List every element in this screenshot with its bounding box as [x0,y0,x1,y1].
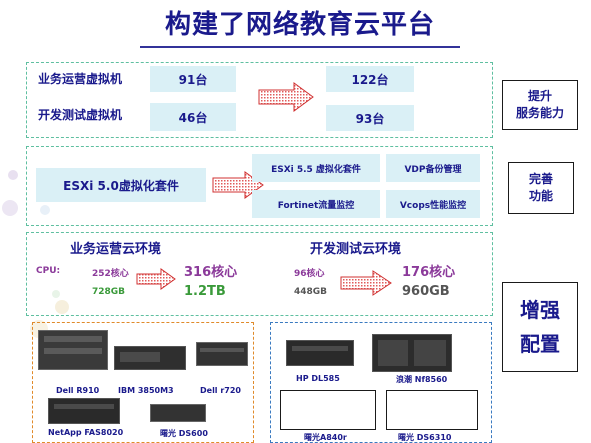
arrow-right-icon [340,270,392,296]
page-title: 构建了网络教育云平台 [164,10,435,40]
hardware-label: HP DL585 [296,374,340,383]
decor-dot [55,300,69,314]
biz-mem-after: 1.2TB [184,284,226,299]
func-target-pill: Fortinet流量监控 [252,190,380,218]
hardware-label: 曙光A840r [304,433,347,442]
server-image [54,404,114,409]
side-label-line: 功能 [528,189,553,203]
vm-row-label: 开发测试虚拟机 [38,108,123,122]
hardware-image-frame [386,390,478,430]
dev-mem-before: 448GB [294,287,328,297]
func-target-pill: VDP备份管理 [386,154,480,182]
title-underline [140,46,460,48]
server-image [196,342,248,366]
hardware-label: 浪潮 Nf8560 [396,375,448,384]
arrow-right-icon [258,82,314,112]
server-image [150,404,206,422]
arrow-right-icon [136,268,176,290]
decor-dot [8,170,18,180]
server-image [200,348,244,352]
side-label-box: 完善 功能 [508,162,574,214]
vm-row-label: 业务运营虚拟机 [38,72,123,86]
func-section-box [26,146,493,226]
biz-cpu-after: 316核心 [184,265,238,280]
cpu-label: CPU: [36,266,61,276]
title-area: 构建了网络教育云平台 [140,6,460,48]
server-image [286,340,354,366]
server-image [378,340,408,366]
server-image [44,348,102,354]
decor-dot [40,205,50,215]
esxi-source-pill: ESXi 5.0虚拟化套件 [36,168,206,202]
vm-row-after: 122台 [326,66,414,92]
decor-dot [2,200,18,216]
hardware-label: NetApp FAS8020 [48,428,124,437]
biz-mem-before: 728GB [92,287,126,297]
hardware-label: IBM 3850M3 [118,386,174,395]
side-label-line: 提升 [527,89,552,103]
dev-mem-after: 960GB [402,284,450,299]
dev-cpu-after: 176核心 [402,265,456,280]
side-label-box: 提升 服务能力 [502,80,578,130]
hardware-label: 曙光 DS6310 [398,433,452,442]
hardware-image-frame [280,390,376,430]
vm-row-before: 46台 [150,103,236,131]
server-image [292,346,348,351]
side-label-line: 完善 [528,172,553,186]
server-image [120,352,160,362]
server-image [414,340,446,366]
server-image [44,336,102,342]
vm-row-before: 91台 [150,66,236,92]
side-label-box: 增强 配置 [502,282,578,372]
side-label-line: 配置 [520,332,560,356]
side-label-line: 服务能力 [515,106,564,120]
func-target-pill: ESXi 5.5 虚拟化套件 [252,154,380,182]
vm-section-box [26,62,493,138]
hardware-label: Dell r720 [200,386,241,395]
config-section-box [26,232,493,316]
hardware-label: 曙光 DS600 [160,429,208,438]
decor-dot [52,290,60,298]
func-target-pill: Vcops性能监控 [386,190,480,218]
dev-env-title: 开发测试云环境 [310,242,402,257]
server-image [48,398,120,424]
hardware-label: Dell R910 [56,386,100,395]
dev-cpu-before: 96核心 [294,269,325,279]
biz-env-title: 业务运营云环境 [70,242,162,257]
biz-cpu-before: 252核心 [92,269,129,279]
side-label-line: 增强 [520,298,560,322]
vm-row-after: 93台 [326,105,414,131]
